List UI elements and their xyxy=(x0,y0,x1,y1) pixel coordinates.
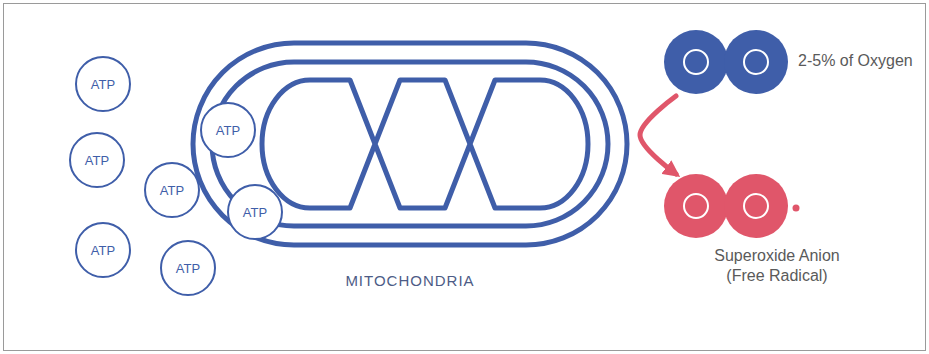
superoxide-molecule xyxy=(662,174,802,240)
molecule-label: 2-5% of Oxygen xyxy=(798,52,913,70)
atp-circle: ATP xyxy=(75,56,131,112)
atp-label: ATP xyxy=(160,184,184,197)
atp-label: ATP xyxy=(85,154,109,167)
superoxide-molecule: Superoxide Anion (Free Radical) xyxy=(662,174,802,240)
atp-circle: ATP xyxy=(75,222,131,278)
oxygen-molecule xyxy=(662,28,790,96)
atp-label: ATP xyxy=(216,124,240,137)
atp-label: ATP xyxy=(91,78,115,91)
atp-label: ATP xyxy=(243,206,267,219)
atp-circle: ATP xyxy=(200,102,256,158)
organelle-label: MITOCHONDRIA xyxy=(190,272,630,289)
molecule-label: Superoxide Anion (Free Radical) xyxy=(702,246,852,286)
atp-circle: ATP xyxy=(144,162,200,218)
atp-label: ATP xyxy=(91,244,115,257)
atp-circle: ATP xyxy=(69,132,125,188)
atp-label: ATP xyxy=(176,262,200,275)
atp-circle: ATP xyxy=(160,240,216,296)
oxygen-molecule: 2-5% of Oxygen xyxy=(662,28,790,96)
atp-circle: ATP xyxy=(227,184,283,240)
reaction-arrow xyxy=(640,96,676,174)
